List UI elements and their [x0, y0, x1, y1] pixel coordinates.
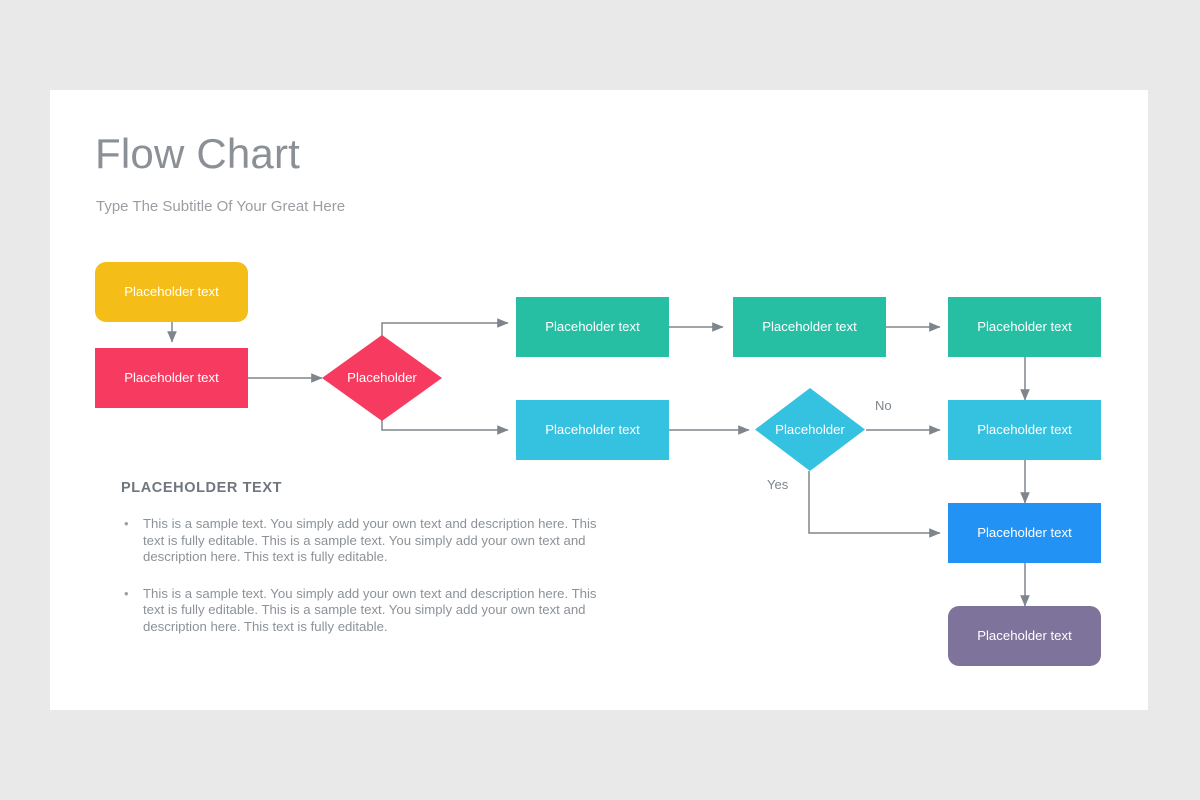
diamond-shape: [755, 388, 865, 471]
description-heading: PLACEHOLDER TEXT: [121, 480, 283, 496]
node-decision2[interactable]: Placeholder: [755, 388, 865, 471]
node-end[interactable]: Placeholder text: [948, 606, 1101, 666]
node-label: Placeholder text: [977, 319, 1072, 334]
diamond-shape: [322, 335, 442, 421]
bullet-icon: •: [124, 585, 129, 601]
slide-canvas: Flow Chart Type The Subtitle Of Your Gre…: [50, 90, 1148, 710]
edge-label-yes: Yes: [767, 477, 789, 492]
node-start[interactable]: Placeholder text: [95, 262, 248, 322]
bullet-icon: •: [124, 516, 129, 531]
node-label: Placeholder text: [124, 284, 219, 299]
node-label: Placeholder text: [977, 422, 1072, 437]
node-label: Placeholder text: [977, 525, 1072, 540]
node-process1[interactable]: Placeholder text: [95, 348, 248, 408]
page-title: Flow Chart: [95, 130, 301, 177]
node-teal2[interactable]: Placeholder text: [733, 297, 886, 357]
node-label: Placeholder text: [762, 319, 857, 334]
flow-connectors: [167, 318, 1030, 607]
list-item-text: This is a sample text. You simply add yo…: [143, 516, 597, 565]
node-label: Placeholder text: [545, 319, 640, 334]
edge-label-no: No: [875, 398, 892, 413]
node-teal1[interactable]: Placeholder text: [516, 297, 669, 357]
node-label: Placeholder text: [545, 422, 640, 437]
node-label: Placeholder: [775, 421, 845, 437]
list-item: • This is a sample text. You simply add …: [121, 586, 651, 636]
list-item: • This is a sample text. You simply add …: [121, 516, 651, 566]
node-label: Placeholder text: [124, 370, 219, 385]
node-decision1[interactable]: Placeholder: [322, 335, 442, 421]
description-block: PLACEHOLDER TEXT • This is a sample text…: [121, 480, 651, 636]
node-label: Placeholder: [347, 370, 417, 385]
list-item-text: This is a sample text. You simply add yo…: [143, 585, 597, 634]
node-blue1[interactable]: Placeholder text: [948, 503, 1101, 563]
node-cyan2[interactable]: Placeholder text: [948, 400, 1101, 460]
node-teal3[interactable]: Placeholder text: [948, 297, 1101, 357]
page-subtitle: Type The Subtitle Of Your Great Here: [96, 198, 346, 215]
node-label: Placeholder text: [977, 628, 1072, 643]
node-cyan1[interactable]: Placeholder text: [516, 400, 669, 460]
